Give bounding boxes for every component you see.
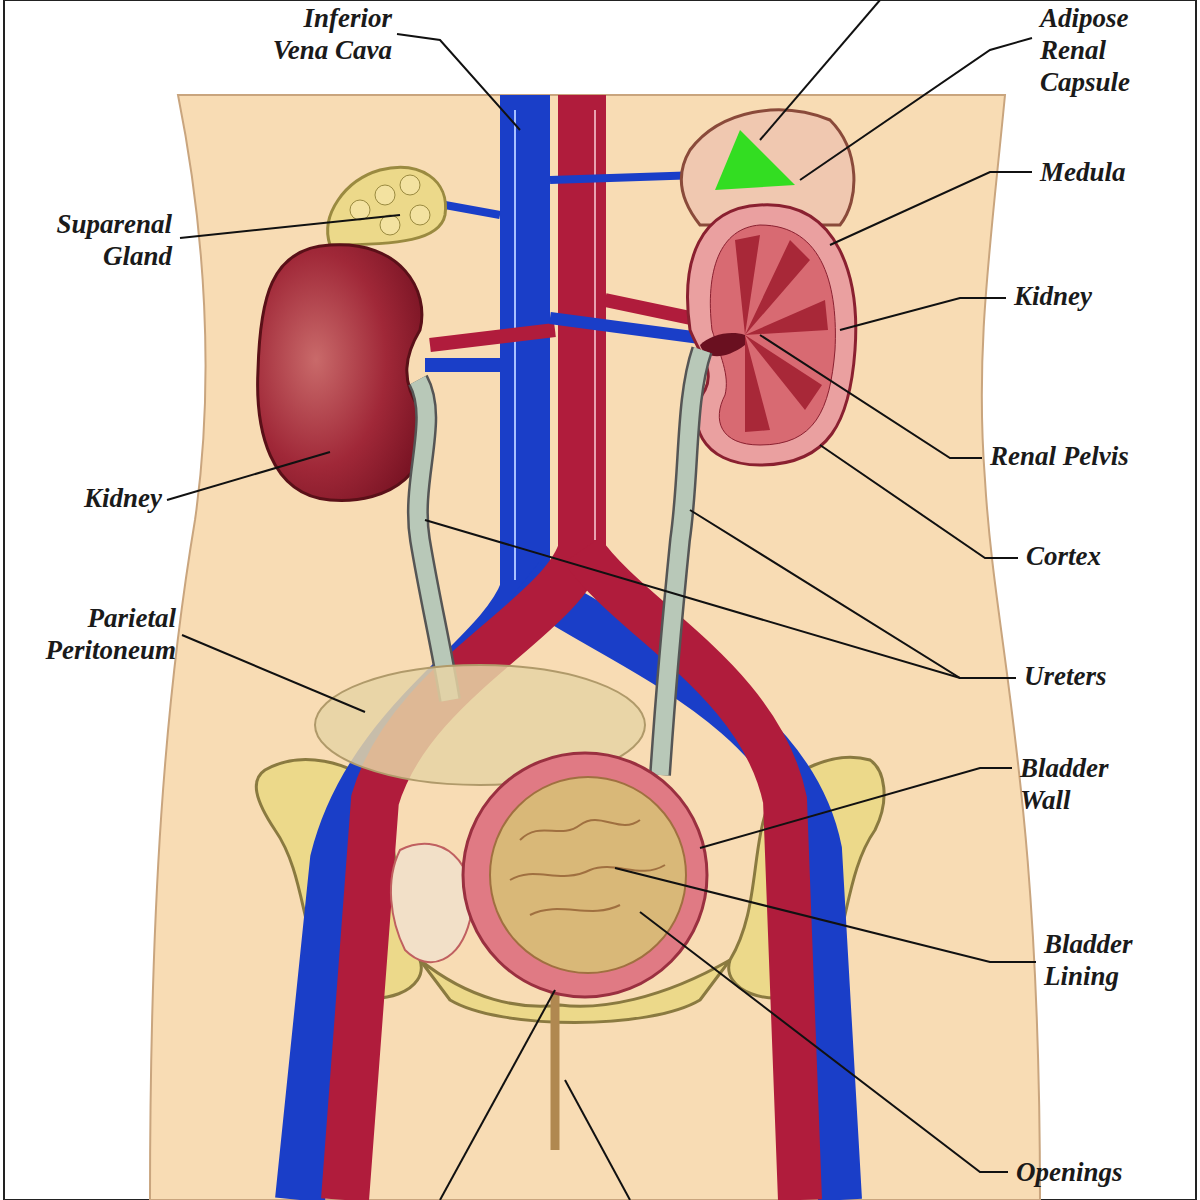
gland-lobule bbox=[400, 175, 420, 195]
adrenal-section bbox=[715, 130, 795, 190]
part-label: Medula bbox=[1040, 156, 1126, 188]
urethra bbox=[551, 990, 560, 1150]
part-label: Kidney bbox=[84, 482, 162, 514]
bladder-lining bbox=[490, 777, 686, 973]
part-label: Inferior Vena Cava bbox=[252, 2, 392, 66]
part-label: Cortex bbox=[1026, 540, 1101, 572]
pyramids bbox=[735, 235, 828, 432]
gland-lobule bbox=[410, 205, 430, 225]
gland-lobule bbox=[380, 215, 400, 235]
renal-vein bbox=[425, 358, 500, 372]
organ bbox=[391, 844, 472, 962]
leader-lines bbox=[167, 0, 1036, 1200]
part-label: Bladder Lining bbox=[1044, 928, 1164, 992]
renal-artery bbox=[430, 330, 555, 345]
suprarenal-gland bbox=[328, 167, 446, 245]
part-label: Ureters bbox=[1024, 660, 1107, 692]
rugae bbox=[510, 820, 665, 915]
gland-lobule bbox=[375, 185, 395, 205]
part-label: Adipose Renal Capsule bbox=[1040, 2, 1150, 98]
torso bbox=[150, 95, 1040, 1200]
gland-lobule bbox=[350, 200, 370, 220]
part-label: Renal Pelvis bbox=[990, 440, 1129, 472]
adrenal-vein bbox=[445, 205, 500, 215]
part-label: Parietal Peritoneum bbox=[16, 602, 176, 666]
part-label: Suparenal Gland bbox=[32, 208, 172, 272]
bladder-wall bbox=[463, 753, 707, 997]
part-label: Openings bbox=[1016, 1156, 1123, 1188]
part-label: Bladder Wall bbox=[1020, 752, 1140, 816]
renal-artery bbox=[605, 300, 700, 320]
renal-vein bbox=[550, 318, 700, 338]
adrenal-vein bbox=[550, 175, 700, 180]
kidney-left bbox=[258, 245, 425, 501]
frame bbox=[4, 0, 1196, 1200]
kidney-right bbox=[681, 110, 855, 465]
adrenal-left bbox=[328, 167, 446, 245]
part-label: Kidney bbox=[1014, 280, 1092, 312]
highlight bbox=[514, 110, 516, 580]
